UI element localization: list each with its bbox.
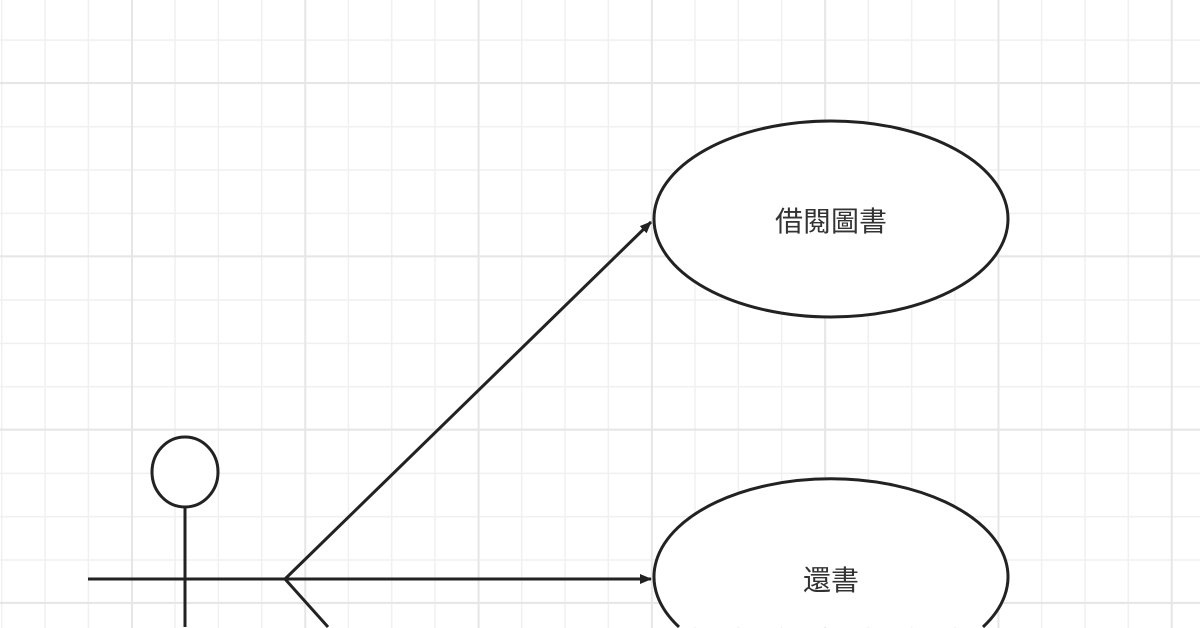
use-case-borrow-label: 借閱圖書 [774, 205, 888, 238]
association-line-lower[interactable] [283, 577, 330, 628]
actor-head [150, 435, 220, 509]
use-case-return-label: 還書 [802, 564, 860, 597]
actor-figure[interactable] [88, 435, 285, 627]
use-case-borrow-shape[interactable] [652, 119, 1010, 319]
use-case-return-shape[interactable] [652, 477, 1010, 628]
association-arrow-borrow[interactable] [283, 220, 653, 581]
